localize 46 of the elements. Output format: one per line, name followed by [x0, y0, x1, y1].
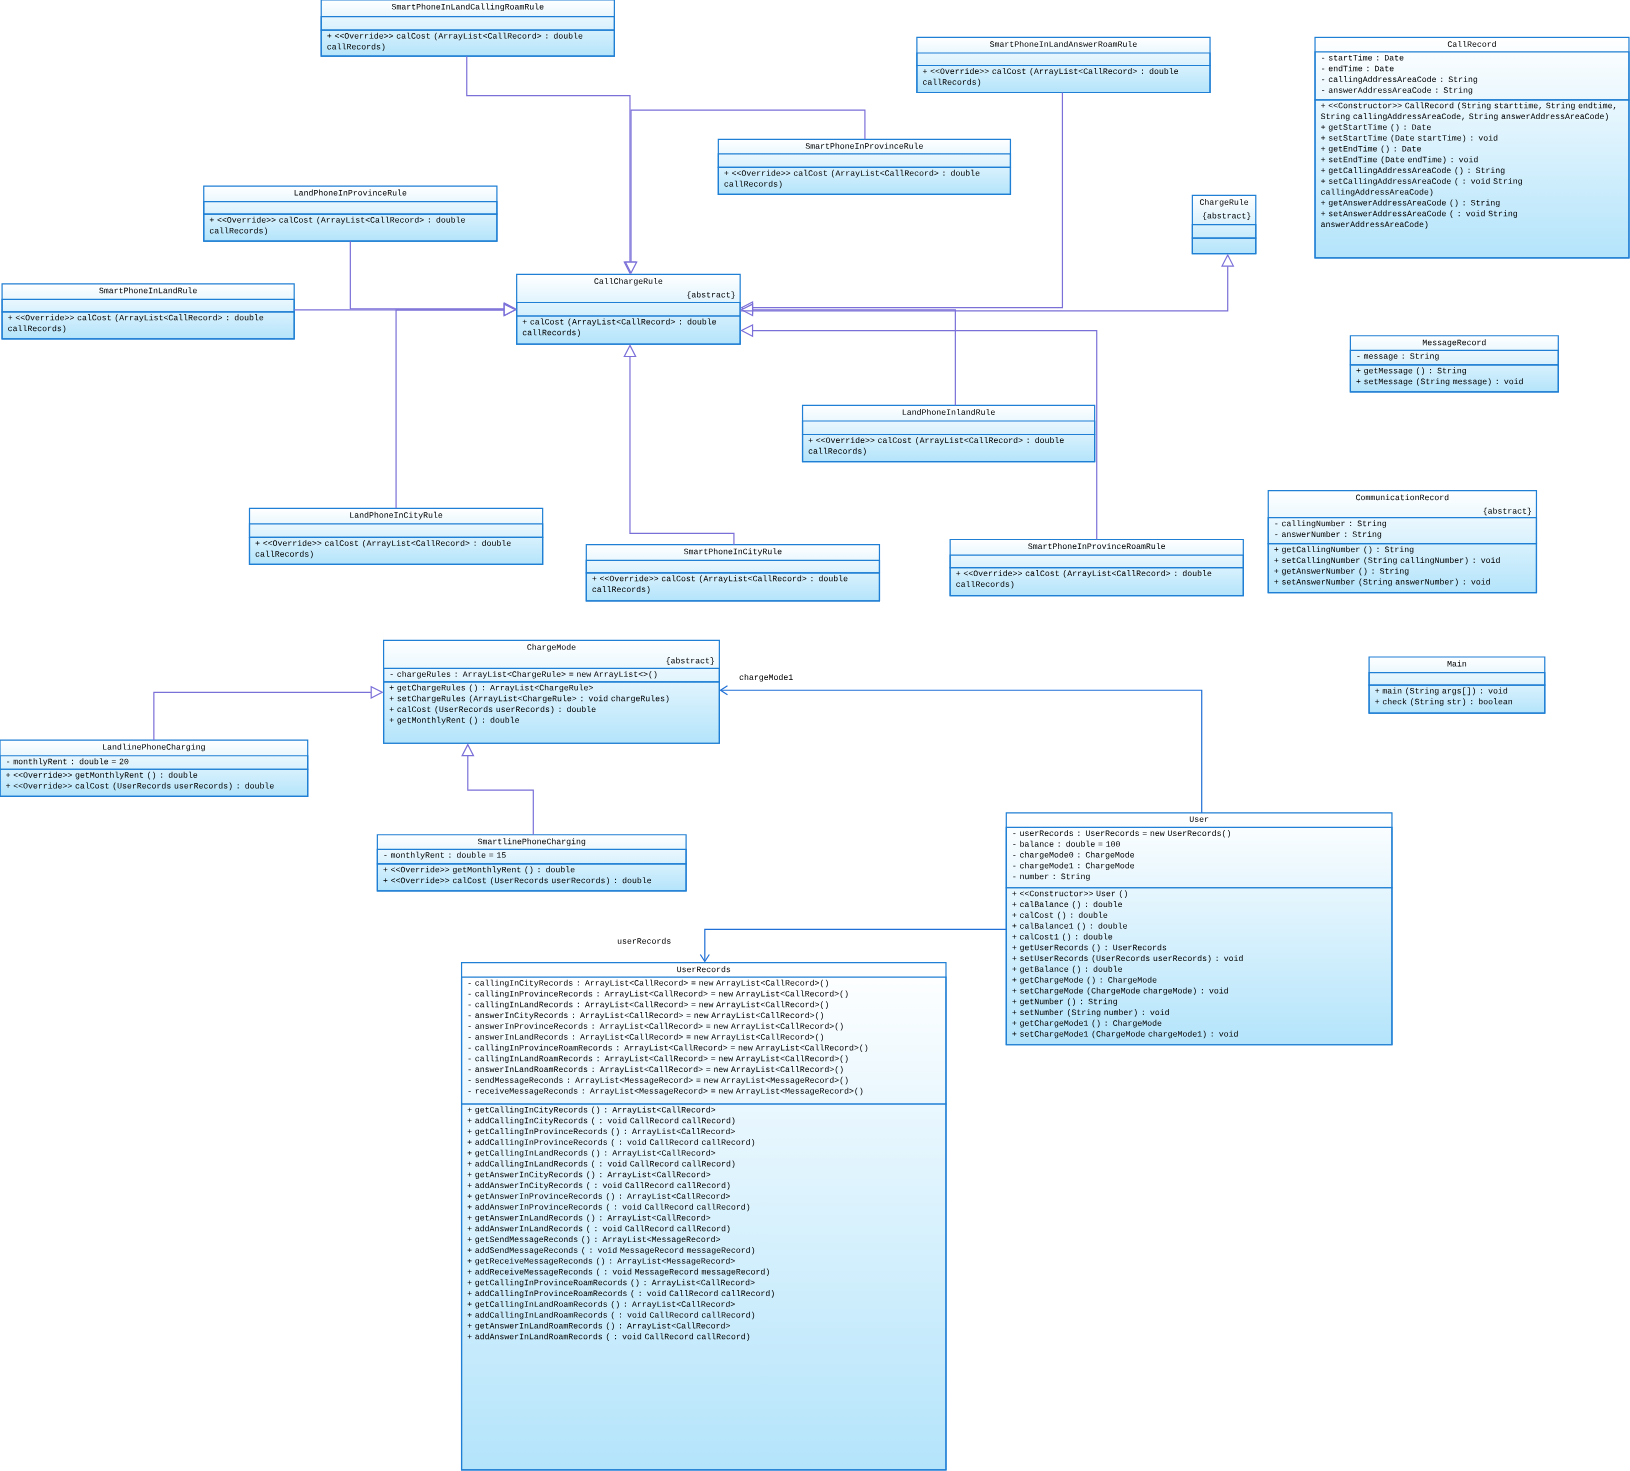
- member-list: + <<Override>> calCost (ArrayList<CallRecord> : double callRecords): [801, 433, 1096, 463]
- member-list: - callingInCityRecords : ArrayList<CallRecord> = new ArrayList<CallRecord>() - callingInProvinceRecords : ArrayList<CallRecord> = new ArrayList<CallRecord>() - callingInLandRecords : ArrayList<CallRecord> = new ArrayList<CallRecord>() - answerInCityRecords : ArrayList<CallRecord> = new ArrayList<CallRecord>() - answerInProvinceRecords : ArrayList<CallRecord> = new ArrayList<CallRecord>() - answerInLandRecords : ArrayList<CallRecord> = new ArrayList<CallRecord>() - callingInProvinceRoamRecords : ArrayList<CallRecord> = new ArrayList<CallRecord>() - callingInLandRoamRecords : ArrayList<CallRecord> = new ArrayList<CallRecord>() - answerInLandRoamRecords : ArrayList<CallRecord> = new ArrayList<CallRecord>() - sendMessageReconds : ArrayList<MessageRecord> = new ArrayList<MessageRecord>() - receiveMessageReconds : ArrayList<MessageRecord> = new ArrayList<MessageRecord>(): [460, 976, 947, 1105]
- edge-label: chargeMode1: [737, 672, 796, 684]
- empty-compartment: [1191, 237, 1257, 255]
- member-list: + getCallingNumber () : String + setCallingNumber (String callingNumber) : void + getAnswerNumber () : String + setAnswerNumber (String answerNumber) : void: [1267, 543, 1538, 594]
- member-list: + <<Override>> calCost (ArrayList<CallRecord> : double callRecords): [320, 29, 615, 57]
- member-list: - message : String: [1349, 349, 1559, 366]
- member-list: + <<Constructor>> CallRecord (String starttime, String endtime, String callingAddressAreaCode, String answerAddressAreaCode) + getStartTime () : Date + setStartTime (Date startTime) : void + getEndTime () : Date + setEndTime (Date endTime) : void + getCallingAddressAreaCode () : String + setCallingAddressAreaCode ( : void String callingAddressAreaCode) + getAnswerAddressAreaCode () : String + setAnswerAddressAreaCode ( : void String answerAddressAreaCode): [1314, 99, 1630, 259]
- empty-compartment: [585, 559, 881, 574]
- member-list: - userRecords : UserRecords = new UserRecords() - balance : double = 100 - chargeMode0 : ChargeMode - chargeMode1 : ChargeMode - number : String: [1005, 826, 1393, 889]
- member-list: + <<Override>> calCost (ArrayList<CallRecord> : double callRecords): [585, 572, 881, 602]
- empty-compartment: [248, 523, 544, 539]
- empty-compartment: [801, 420, 1096, 436]
- member-list: + <<Override>> getMonthlyRent () : double + <<Override>> calCost (UserRecords userRecords) : double: [376, 863, 687, 892]
- member-list: - monthlyRent : double = 20: [0, 755, 309, 770]
- member-list: - chargeRules : ArrayList<ChargeRule> = new ArrayList<>(): [383, 667, 720, 683]
- empty-compartment: [1191, 223, 1257, 239]
- member-list: + <<Override>> calCost (ArrayList<CallRecord> : double callRecords): [203, 213, 498, 242]
- member-list: + getCallingInCityRecords () : ArrayList<CallRecord> + addCallingInCityRecords ( : void CallRecord callRecord) + getCallingInProvinceRecords () : ArrayList<CallRecord> + addCallingInProvinceRecords ( : void CallRecord callRecord) + getCallingInLandRecords () : ArrayList<CallRecord> + addCallingInLandRecords ( : void CallRecord callRecord) + getAnswerInCityRecords () : ArrayList<CallRecord> + addAnswerInCityRecords ( : void CallRecord callRecord) + getAnswerInProvinceRecords () : ArrayList<CallRecord> + addAnswerInProvinceRecords ( : void CallRecord callRecord) + getAnswerInLandRecords () : ArrayList<CallRecord> + addAnswerInLandRecords ( : void CallRecord callRecord) + getSendMessageReconds () : ArrayList<MessageRecord> + addSendMessageReconds ( : void MessageRecord messageRecord) + getReceiveMessageReconds () : ArrayList<MessageRecord> + addReceiveMessageReconds ( : void MessageRecord messageRecord) + getCallingInProvinceRoamRecords () : ArrayList<CallRecord> + addCallingInProvinceRoamRecords ( : void CallRecord callRecord) + getCallingInLandRoamRecords () : ArrayList<CallRecord> + addCallingInLandRoamRecords ( : void CallRecord callRecord) + getAnswerInLandRoamRecords () : ArrayList<CallRecord> + addAnswerInLandRoamRecords ( : void CallRecord callRecord): [460, 1103, 947, 1471]
- member-list: + getChargeRules () : ArrayList<ChargeRule> + setChargeRules (ArrayList<ChargeRule> : void chargeRules) + calCost (UserRecords userRecords) : double + getMonthlyRent () : double: [383, 681, 720, 744]
- member-list: + calCost (ArrayList<CallRecord> : double callRecords): [516, 315, 741, 345]
- empty-compartment: [949, 554, 1244, 569]
- empty-compartment: [1, 298, 295, 313]
- class-box: ChargeRule {abstract}: [1191, 194, 1257, 255]
- member-list: + <<Override>> getMonthlyRent () : double + <<Override>> calCost (UserRecords userRecords) : double: [0, 768, 309, 797]
- empty-compartment: [717, 153, 1012, 168]
- empty-compartment: [203, 201, 498, 215]
- association-arrow: [699, 928, 1007, 963]
- edge-label: userRecords: [615, 935, 674, 946]
- member-list: + main (String args[]) : void + check (String str) : boolean: [1368, 684, 1546, 714]
- member-list: + <<Override>> calCost (ArrayList<CallRecord> : double callRecords): [717, 166, 1012, 195]
- empty-compartment: [1368, 672, 1546, 686]
- association-arrow: [719, 685, 1203, 814]
- member-list: + <<Constructor>> User () + calBalance () : double + calCost () : double + calBalance1 () : double + calCost1 () : double + getUserRecords () : UserRecords + setUserRecords (UserRecords userRecords) : void + getBalance () : double + getChargeMode () : ChargeMode + setChargeMode (ChargeMode chargeMode) : void + getNumber () : String + setNumber (String number) : void + getChargeMode1 () : ChargeMode + setChargeMode1 (ChargeMode chargeMode1) : void: [1005, 887, 1393, 1046]
- empty-compartment: [320, 16, 615, 31]
- member-list: + <<Override>> calCost (ArrayList<CallRecord> : double callRecords): [248, 536, 544, 566]
- generalization-arrow: [740, 303, 956, 407]
- member-list: - startTime : Date - endTime : Date - callingAddressAreaCode : String - answerAddressAreaCode : String: [1314, 51, 1630, 101]
- member-list: + getMessage () : String + setMessage (String message) : void: [1349, 364, 1559, 393]
- empty-compartment: [916, 52, 1211, 67]
- member-list: - monthlyRent : double = 15: [376, 848, 687, 865]
- member-list: - callingNumber : String - answerNumber : String: [1267, 517, 1538, 545]
- generalization-arrow: [623, 344, 735, 546]
- member-list: + <<Override>> calCost (ArrayList<CallRecord> : double callRecords): [1, 311, 295, 340]
- member-list: + <<Override>> calCost (ArrayList<CallRecord> : double callRecords): [916, 64, 1211, 94]
- member-list: + <<Override>> calCost (ArrayList<CallRecord> : double callRecords): [949, 567, 1244, 597]
